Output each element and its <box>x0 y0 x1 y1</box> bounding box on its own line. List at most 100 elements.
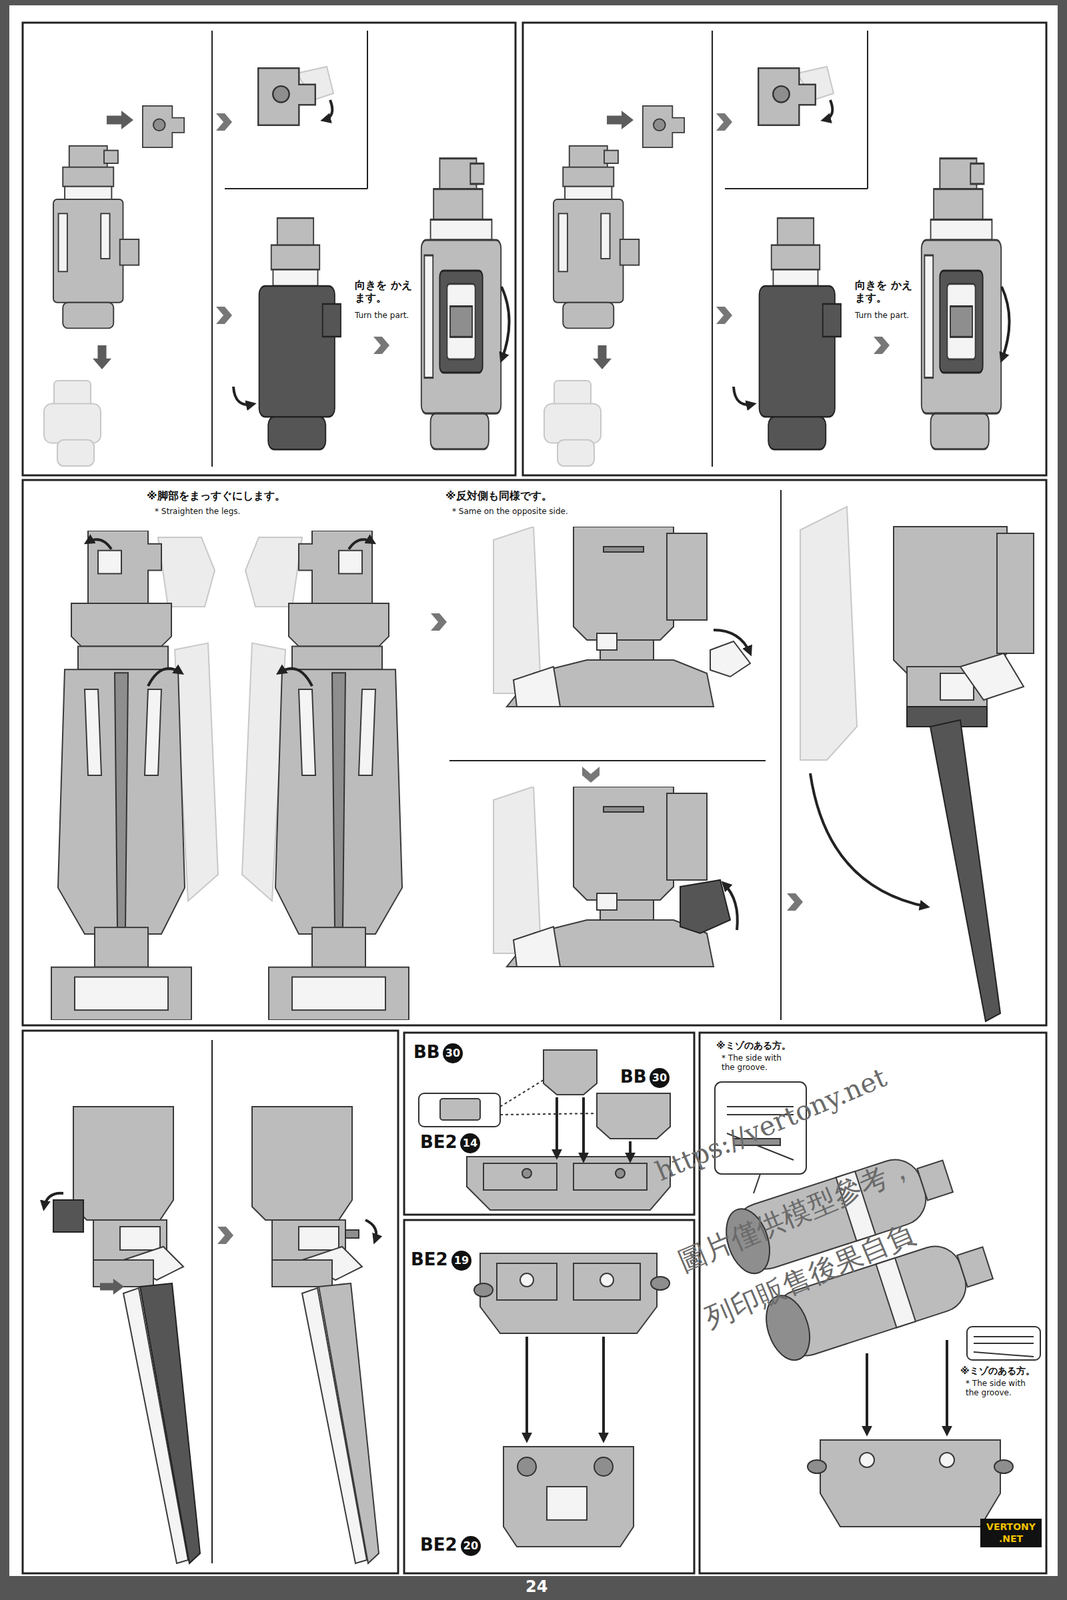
blade-step <box>44 1193 64 1209</box>
thruster-parts <box>546 1487 587 1521</box>
thruster-parts <box>596 1093 671 1140</box>
watermark-logo: VERTONY .NET <box>980 1519 1042 1548</box>
leg-step-art <box>216 306 233 325</box>
blade-step <box>217 1227 234 1245</box>
blade-step <box>211 1040 213 1564</box>
illustration <box>544 30 1010 467</box>
thruster-parts <box>474 1283 493 1298</box>
leg-step-art <box>92 345 112 370</box>
blade-step <box>140 1283 201 1564</box>
thruster-parts <box>503 1447 634 1548</box>
thruster-parts <box>650 1277 670 1291</box>
instruction-note: 向きを かえます。 <box>354 278 413 305</box>
straighten-legs <box>800 506 857 761</box>
thruster-parts <box>865 1353 869 1434</box>
thruster-parts <box>483 1163 557 1191</box>
thruster-parts <box>543 1050 597 1096</box>
leg-step-art <box>216 113 233 131</box>
thruster-parts <box>859 1453 875 1468</box>
straighten-legs <box>582 766 600 783</box>
thruster-parts <box>440 1099 481 1121</box>
instruction-note: Turn the part. <box>354 310 409 321</box>
thruster-parts <box>594 1457 613 1477</box>
leg-step-art <box>106 110 134 130</box>
callout-number: 20 <box>460 1536 481 1557</box>
blade-step <box>345 1230 359 1239</box>
straighten-legs <box>51 490 1034 1022</box>
instruction-note: * Straighten the legs. <box>154 506 241 517</box>
blade-step <box>318 1283 379 1564</box>
blade-step <box>252 1107 353 1221</box>
illustration <box>9 5 1058 1577</box>
blade-step <box>93 1260 154 1288</box>
thruster-parts <box>820 1440 1001 1528</box>
straighten-legs <box>242 530 409 1021</box>
straighten-legs <box>493 526 714 707</box>
thruster-parts <box>945 1340 949 1434</box>
thruster-parts <box>525 1337 529 1441</box>
straighten-legs <box>810 773 927 907</box>
thruster-parts <box>994 1460 1013 1474</box>
illustration <box>404 1032 695 1216</box>
thruster-parts <box>522 1169 532 1179</box>
thruster-parts <box>573 1263 641 1301</box>
part-name: BB <box>413 1042 441 1063</box>
thruster-parts <box>956 1247 993 1288</box>
instruction-note: ※脚部をまっすぐにします。 <box>146 489 286 503</box>
thruster-parts <box>753 1174 761 1194</box>
straighten-legs <box>51 530 219 1021</box>
straighten-legs <box>996 533 1034 654</box>
leg-step-art <box>421 158 501 450</box>
thruster-parts <box>807 1460 827 1474</box>
straighten-legs <box>680 880 731 934</box>
straighten-legs <box>713 630 751 654</box>
part-name: BE2 <box>420 1535 458 1556</box>
leg-step-art <box>259 218 341 450</box>
callout-number: 30 <box>649 1068 670 1089</box>
thruster-parts <box>916 1161 953 1202</box>
straighten-legs <box>893 526 1007 674</box>
illustration <box>522 22 1047 476</box>
thruster-parts <box>520 1273 534 1288</box>
thruster-parts <box>600 1273 614 1288</box>
part-name: BE2 <box>420 1132 458 1154</box>
leg-step-art <box>44 30 510 467</box>
leg-step-art <box>53 146 139 329</box>
thruster-parts <box>517 1457 537 1477</box>
straighten-legs <box>493 786 714 967</box>
illustration <box>404 1220 695 1574</box>
callout-number: 30 <box>442 1043 463 1064</box>
leg-step-art <box>323 100 333 121</box>
thruster-parts <box>615 1169 625 1179</box>
thruster-parts <box>939 1453 955 1468</box>
blade-step <box>73 1107 174 1221</box>
blade-step <box>298 1227 339 1251</box>
page-number: 24 <box>525 1577 548 1598</box>
thruster-parts <box>966 1327 1041 1361</box>
blade-step <box>272 1260 333 1288</box>
part-name: BB <box>620 1067 647 1088</box>
leg-step-art <box>44 380 101 467</box>
blade-step <box>100 1279 125 1296</box>
straighten-legs <box>786 893 803 911</box>
instruction-note: 向きを かえます。 <box>854 278 913 305</box>
blade-step <box>53 1200 84 1233</box>
thruster-parts <box>876 1258 916 1328</box>
leg-step-art <box>501 286 510 361</box>
straighten-legs <box>723 883 738 931</box>
illustration <box>22 1030 399 1574</box>
straighten-legs <box>242 530 409 1021</box>
straighten-legs <box>582 766 600 783</box>
instruction-note: * The side with the groove. <box>721 1053 797 1074</box>
illustration <box>22 22 516 476</box>
thruster-parts <box>480 1253 657 1334</box>
thruster-parts <box>418 1050 1041 1548</box>
thruster-parts <box>466 1157 671 1211</box>
instruction-note: Turn the part. <box>854 310 909 321</box>
leg-step-art <box>212 30 368 467</box>
straighten-legs <box>930 720 1001 1022</box>
instruction-note: ※ミゾのある方。 <box>960 1365 1035 1378</box>
thruster-parts <box>496 1263 557 1301</box>
blade-step <box>365 1220 377 1242</box>
leg-step-art <box>92 345 112 370</box>
